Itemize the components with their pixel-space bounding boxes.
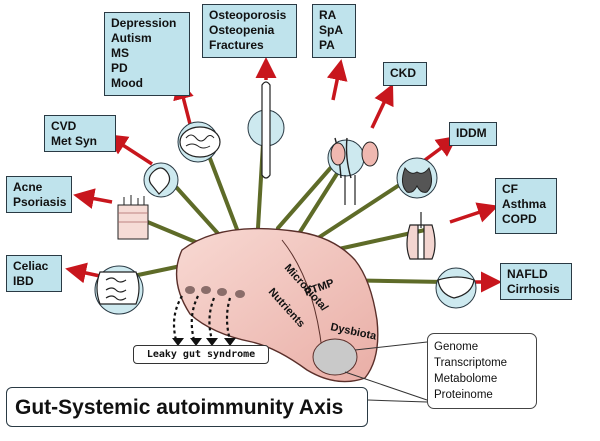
box-nafld-line: NAFLD [507,267,548,281]
organ-joint [327,137,379,205]
box-cf-line: Asthma [502,197,547,211]
organ-lung [406,212,436,260]
box-cvd-line: CVD [51,119,77,133]
box-cvd: CVD Met Syn [44,115,116,152]
organ-intestine [94,265,144,315]
box-ra-line: RA [319,8,337,22]
gut [175,227,379,383]
box-cvd-line: Met Syn [51,134,98,148]
box-nafld-line: Cirrhosis [507,282,560,296]
box-nafld: NAFLD Cirrhosis [500,263,572,300]
box-celiac: Celiac IBD [6,255,62,292]
connectors [344,341,428,403]
omics-item: Metabolome [434,373,498,385]
box-cf-line: CF [502,182,518,196]
box-depression: Depression Autism MS PD Mood [104,12,190,96]
leaky-gut-label: Leaky gut syndrome [133,345,269,364]
box-osteoporosis-line: Fractures [209,38,264,52]
box-cf: CF Asthma COPD [495,178,557,234]
box-ckd-line: CKD [390,66,416,80]
box-depression-line: MS [111,46,129,60]
box-ra-line: PA [319,38,335,52]
organ-skin [117,195,149,240]
organ-heart [143,162,179,198]
box-iddm: IDDM [449,122,497,146]
box-depression-line: PD [111,61,128,75]
organ-liver [435,267,477,309]
box-ckd: CKD [383,62,427,86]
omics-item: Proteinome [434,389,493,401]
leaky-arrows [172,295,232,341]
omics-item: Genome [434,341,479,353]
box-depression-line: Autism [111,31,152,45]
leaky-arrowheads [172,338,236,346]
box-ra-line: SpA [319,23,343,37]
box-depression-line: Mood [111,76,143,90]
box-acne-line: Psoriasis [13,195,67,209]
omics-item: Transcriptome [434,357,508,369]
box-osteoporosis: Osteoporosis Osteopenia Fractures [202,4,297,58]
diagram-title: Gut-Systemic autoimmunity Axis [6,387,368,427]
box-osteoporosis-line: Osteoporosis [209,8,287,22]
box-depression-line: Depression [111,16,177,30]
box-osteoporosis-line: Osteopenia [209,23,275,37]
box-acne: Acne Psoriasis [6,176,72,213]
box-celiac-line: IBD [13,274,34,288]
organ-brain [177,121,221,163]
organ-thyroid [396,157,438,199]
organ-bone [247,81,285,179]
omics-box: Genome Transcriptome Metabolome Proteino… [427,333,537,409]
box-ra: RA SpA PA [312,4,356,58]
box-cf-line: COPD [502,212,537,226]
box-celiac-line: Celiac [13,259,49,273]
box-acne-line: Acne [13,180,43,194]
box-iddm-line: IDDM [456,126,487,140]
